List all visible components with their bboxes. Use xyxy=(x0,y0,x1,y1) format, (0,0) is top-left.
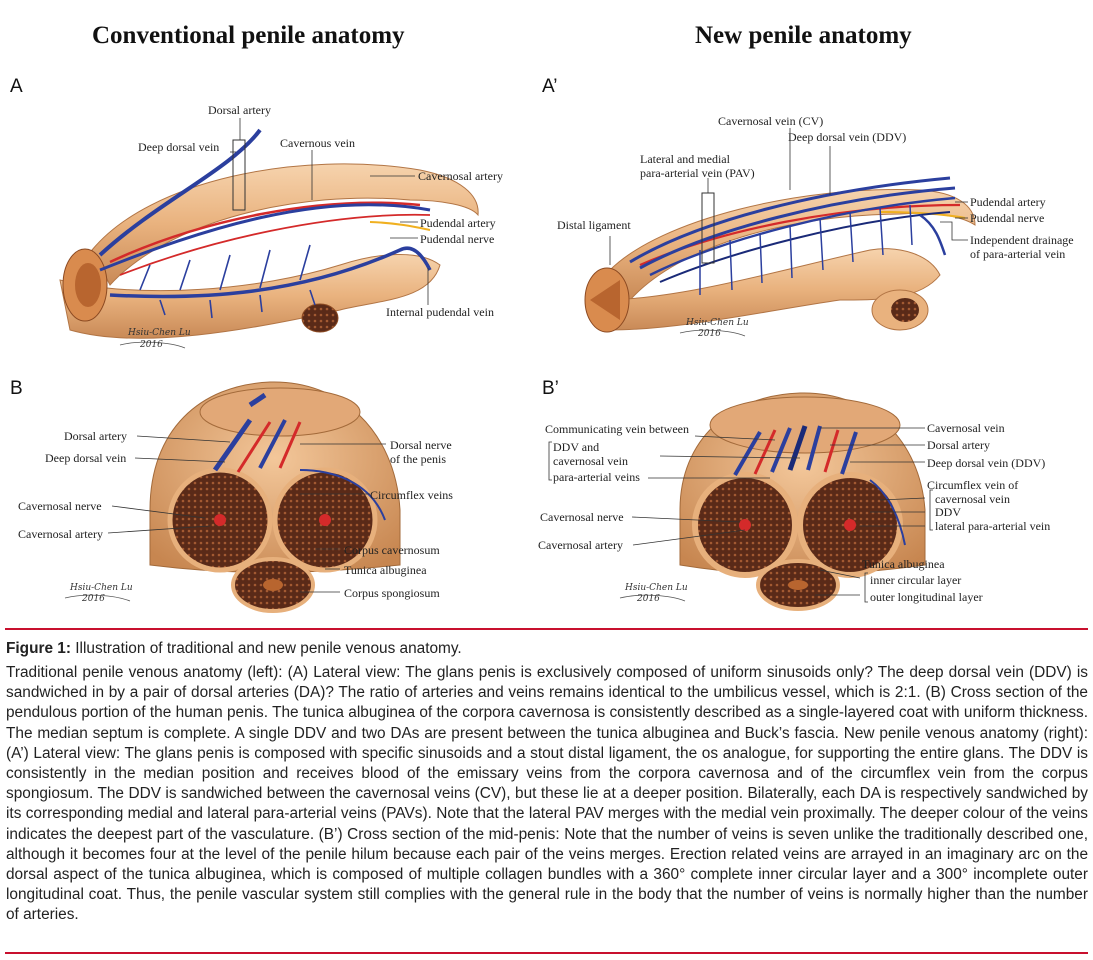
signature-a-year: 2016 xyxy=(140,340,163,350)
label-ap-cavernosal-vein: Cavernosal vein (CV) xyxy=(718,114,824,128)
panel-a-prime-drawing xyxy=(584,128,976,333)
label-bp-cavernosal-vein: Cavernosal vein xyxy=(927,421,1005,435)
label-bp-dorsal-artery: Dorsal artery xyxy=(927,438,990,452)
label-b-tunica-albuginea: Tunica albuginea xyxy=(344,563,427,577)
left-column-title: Conventional penile anatomy xyxy=(92,22,405,49)
label-ap-pudendal-nerve: Pudendal nerve xyxy=(970,211,1045,225)
label-bp-lateral-pav: lateral para-arterial vein xyxy=(935,519,1051,533)
signature-a-name: Hsiu-Chen Lu xyxy=(128,328,191,338)
panel-letter-b: B xyxy=(10,378,23,399)
label-b-deep-dorsal-vein: Deep dorsal vein xyxy=(45,451,127,465)
label-b-circumflex-veins: Circumflex veins xyxy=(370,488,453,502)
label-bp-communicating: Communicating vein between xyxy=(545,422,689,436)
label-bp-outer-layer: outer longitudinal layer xyxy=(870,590,983,604)
panel-letter-b-prime: B’ xyxy=(542,378,559,399)
label-a-cavernous-vein: Cavernous vein xyxy=(280,136,355,150)
figure-label: Figure 1: xyxy=(6,640,71,657)
label-bp-deep-dorsal-vein: Deep dorsal vein (DDV) xyxy=(927,456,1046,470)
signature-b-name: Hsiu-Chen Lu xyxy=(70,583,133,593)
figure-title: Illustration of traditional and new peni… xyxy=(75,640,462,657)
label-b-corpus-spongiosum: Corpus spongiosum xyxy=(344,586,440,600)
label-bp-inner-layer: inner circular layer xyxy=(870,573,962,587)
caption-top-rule xyxy=(5,628,1088,630)
signature-bp-name: Hsiu-Chen Lu xyxy=(625,583,688,593)
signature-bp-year: 2016 xyxy=(637,594,660,604)
figure-caption-heading: Figure 1: Illustration of traditional an… xyxy=(6,640,462,658)
label-a-dorsal-artery: Dorsal artery xyxy=(208,103,271,117)
signature-b-year: 2016 xyxy=(82,594,105,604)
panel-b-prime-drawing xyxy=(548,392,933,611)
label-a-pudendal-nerve: Pudendal nerve xyxy=(420,232,495,246)
label-bp-para-arterial-veins: para-arterial veins xyxy=(553,470,640,484)
panel-a-drawing xyxy=(59,118,479,339)
caption-bottom-rule xyxy=(5,952,1088,954)
label-ap-distal-ligament: Distal ligament xyxy=(557,218,631,232)
label-ap-independent-line1: Independent drainage xyxy=(970,233,1074,247)
anatomy-illustrations xyxy=(59,118,976,613)
label-bp-ddv-and: DDV and xyxy=(553,440,600,454)
label-ap-pudendal-artery: Pudendal artery xyxy=(970,195,1046,209)
label-ap-independent-line2: of para-arterial vein xyxy=(970,247,1066,261)
label-bp-cavernosal-artery: Cavernosal artery xyxy=(538,538,623,552)
label-bp-circumflex-line2: cavernosal vein xyxy=(935,492,1010,506)
label-bp-cavernosal-vein-sub: cavernosal vein xyxy=(553,454,628,468)
figure-caption-body: Traditional penile venous anatomy (left)… xyxy=(6,664,1088,924)
label-b-cavernosal-nerve: Cavernosal nerve xyxy=(18,499,102,513)
signature-ap-year: 2016 xyxy=(698,329,721,339)
label-bp-cavernosal-nerve: Cavernosal nerve xyxy=(540,510,624,524)
label-a-deep-dorsal-vein: Deep dorsal vein xyxy=(138,140,220,154)
label-a-internal-pudendal-vein: Internal pudendal vein xyxy=(386,305,494,319)
label-b-dorsal-artery: Dorsal artery xyxy=(64,429,127,443)
label-b-dorsal-nerve-line1: Dorsal nerve xyxy=(390,438,452,452)
label-ap-pav-line2: para-arterial vein (PAV) xyxy=(640,166,755,180)
label-ap-deep-dorsal-vein: Deep dorsal vein (DDV) xyxy=(788,130,907,144)
label-b-dorsal-nerve-line2: of the penis xyxy=(390,452,446,466)
signature-marks xyxy=(64,329,746,602)
panel-letter-a-prime: A’ xyxy=(542,76,558,97)
right-column-title: New penile anatomy xyxy=(695,22,912,49)
label-bp-circumflex-line1: Circumflex vein of xyxy=(927,478,1019,492)
signature-ap-name: Hsiu-Chen Lu xyxy=(686,318,749,328)
label-b-corpus-cavernosum: Corpus cavernosum xyxy=(344,543,440,557)
panel-letter-a: A xyxy=(10,76,23,97)
label-a-pudendal-artery: Pudendal artery xyxy=(420,216,496,230)
label-a-cavernosal-artery: Cavernosal artery xyxy=(418,169,503,183)
label-b-cavernosal-artery: Cavernosal artery xyxy=(18,527,103,541)
label-ap-pav-line1: Lateral and medial xyxy=(640,152,730,166)
panel-b-drawing xyxy=(107,381,401,613)
label-bp-tunica-albuginea: Tunica albuginea xyxy=(862,557,945,571)
label-bp-ddv: DDV xyxy=(935,505,961,519)
